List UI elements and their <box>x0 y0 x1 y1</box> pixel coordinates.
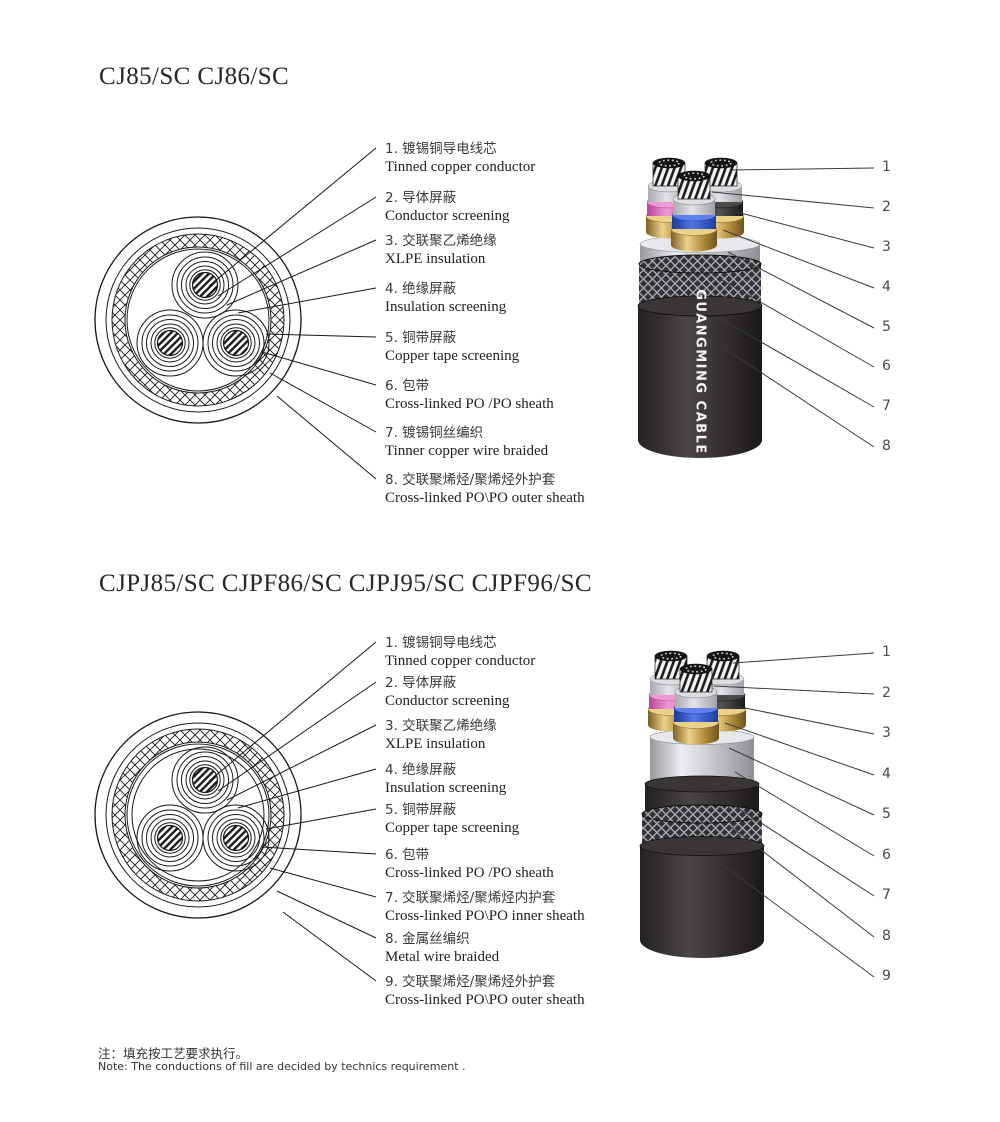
spec-label-en: Cross-linked PO /PO sheath <box>385 396 554 412</box>
spec-label-en: Cross-linked PO\PO outer sheath <box>385 490 585 506</box>
spec-label-zh: 1. 镀锡铜导电线芯 <box>385 141 497 157</box>
spec-label-zh: 8. 交联聚烯烃/聚烯烃外护套 <box>385 472 556 488</box>
spec-label-zh: 3. 交联聚乙烯绝缘 <box>385 718 497 734</box>
core-left <box>136 309 204 377</box>
callout-number: 5 <box>882 319 891 335</box>
note-en: Note: The conductions of fill are decide… <box>98 1060 466 1073</box>
spec-label-zh: 2. 导体屏蔽 <box>385 190 457 206</box>
spec-label-zh: 9. 交联聚烯烃/聚烯烃外护套 <box>385 974 556 990</box>
spec-label-en: Cross-linked PO\PO outer sheath <box>385 992 585 1008</box>
section-title-cj85: CJ85/SC CJ86/SC <box>99 63 290 90</box>
spec-label-zh: 3. 交联聚乙烯绝缘 <box>385 233 497 249</box>
spec-label-zh: 5. 铜带屏蔽 <box>385 330 457 346</box>
spec-label: 5. 铜带屏蔽 Copper tape screening <box>385 329 519 365</box>
spec-label-zh: 2. 导体屏蔽 <box>385 675 457 691</box>
callout-number: 7 <box>882 398 891 414</box>
spec-label-en: Cross-linked PO\PO inner sheath <box>385 908 585 924</box>
section-title-cjpj85: CJPJ85/SC CJPF86/SC CJPJ95/SC CJPF96/SC <box>99 570 592 597</box>
callout-number: 1 <box>882 159 891 175</box>
callout-number: 5 <box>882 806 891 822</box>
cable-core-middle <box>672 663 720 745</box>
spec-label: 8. 金属丝编织 Metal wire braided <box>385 930 499 966</box>
callout-number: 6 <box>882 358 891 374</box>
spec-label-en: Conductor screening <box>385 208 510 224</box>
callout-number: 2 <box>882 685 891 701</box>
spec-label-zh: 5. 铜带屏蔽 <box>385 802 457 818</box>
spec-label: 3. 交联聚乙烯绝缘 XLPE insulation <box>385 717 497 753</box>
spec-label: 4. 绝缘屏蔽 Insulation screening <box>385 761 506 797</box>
braid-ring-hatch <box>111 728 284 902</box>
core-right <box>202 804 270 872</box>
cable-core-right <box>699 650 747 732</box>
cable-brand-text: GUANGMING CABLE <box>693 289 708 454</box>
callout-number: 6 <box>882 847 891 863</box>
callout-number: 4 <box>882 279 891 295</box>
spec-label-zh: 1. 镀锡铜导电线芯 <box>385 635 497 651</box>
spec-label: 1. 镀锡铜导电线芯 Tinned copper conductor <box>385 634 535 670</box>
spec-label: 3. 交联聚乙烯绝缘 XLPE insulation <box>385 232 497 268</box>
core-top <box>171 746 239 814</box>
spec-label: 8. 交联聚烯烃/聚烯烃外护套 Cross-linked PO\PO outer … <box>385 471 585 507</box>
callout-number: 4 <box>882 766 891 782</box>
spec-label: 2. 导体屏蔽 Conductor screening <box>385 189 510 225</box>
spec-label-zh: 8. 金属丝编织 <box>385 931 470 947</box>
spec-label-en: Copper tape screening <box>385 348 520 364</box>
spec-label-zh: 6. 包带 <box>385 378 430 394</box>
spec-label-zh: 7. 交联聚烯烃/聚烯烃内护套 <box>385 890 556 906</box>
spec-label-en: Tinned copper conductor <box>385 159 536 175</box>
spec-label-en: Insulation screening <box>385 780 507 796</box>
spec-label-en: XLPE insulation <box>385 251 486 267</box>
spec-label: 6. 包带 Cross-linked PO /PO sheath <box>385 377 554 413</box>
spec-label-zh: 4. 绝缘屏蔽 <box>385 281 457 297</box>
callout-number: 8 <box>882 438 891 454</box>
spec-label: 7. 交联聚烯烃/聚烯烃内护套 Cross-linked PO\PO inner … <box>385 889 585 925</box>
spec-label: 6. 包带 Cross-linked PO /PO sheath <box>385 846 554 882</box>
callout-number: 9 <box>882 968 891 984</box>
cross-section-diagram <box>94 711 302 919</box>
core-right <box>202 309 270 377</box>
spec-label-zh: 7. 镀锡铜丝编织 <box>385 425 484 441</box>
cross-section-diagram <box>94 216 302 424</box>
spec-label: 4. 绝缘屏蔽 Insulation screening <box>385 280 506 316</box>
spec-label: 5. 铜带屏蔽 Copper tape screening <box>385 801 519 837</box>
note-zh: 注：填充按工艺要求执行。 <box>98 1046 249 1061</box>
spec-label-zh: 6. 包带 <box>385 847 430 863</box>
cable-illustration: GUANGMING CABLE <box>637 157 763 458</box>
spec-label-en: Metal wire braided <box>385 949 500 965</box>
callout-number: 2 <box>882 199 891 215</box>
braid-ring-hatch <box>111 233 284 407</box>
core-top <box>171 251 239 319</box>
spec-label: 2. 导体屏蔽 Conductor screening <box>385 674 510 710</box>
core-left <box>136 804 204 872</box>
leader-lines <box>208 641 377 982</box>
callout-lines <box>711 167 875 448</box>
spec-label-en: Cross-linked PO /PO sheath <box>385 865 554 881</box>
callout-lines <box>713 652 875 978</box>
leader-lines <box>208 147 377 480</box>
callout-number: 3 <box>882 239 891 255</box>
spec-label-en: XLPE insulation <box>385 736 486 752</box>
cable-illustration <box>639 650 765 958</box>
spec-label: 1. 镀锡铜导电线芯 Tinned copper conductor <box>385 140 535 176</box>
section2-graphic <box>94 641 875 982</box>
spec-label: 7. 镀锡铜丝编织 Tinner copper wire braided <box>385 424 548 460</box>
spec-label-en: Tinned copper conductor <box>385 653 536 669</box>
spec-label-zh: 4. 绝缘屏蔽 <box>385 762 457 778</box>
spec-label-en: Copper tape screening <box>385 820 520 836</box>
callout-number: 7 <box>882 887 891 903</box>
callout-number: 1 <box>882 644 891 660</box>
callout-number: 3 <box>882 725 891 741</box>
section1-graphic: GUANGMING CABLE <box>94 147 875 480</box>
callout-number: 8 <box>882 928 891 944</box>
spec-label-en: Tinner copper wire braided <box>385 443 549 459</box>
spec-label: 9. 交联聚烯烃/聚烯烃外护套 Cross-linked PO\PO outer … <box>385 973 585 1009</box>
spec-label-en: Conductor screening <box>385 693 510 709</box>
cable-core-middle <box>670 170 718 252</box>
spec-label-en: Insulation screening <box>385 299 507 315</box>
